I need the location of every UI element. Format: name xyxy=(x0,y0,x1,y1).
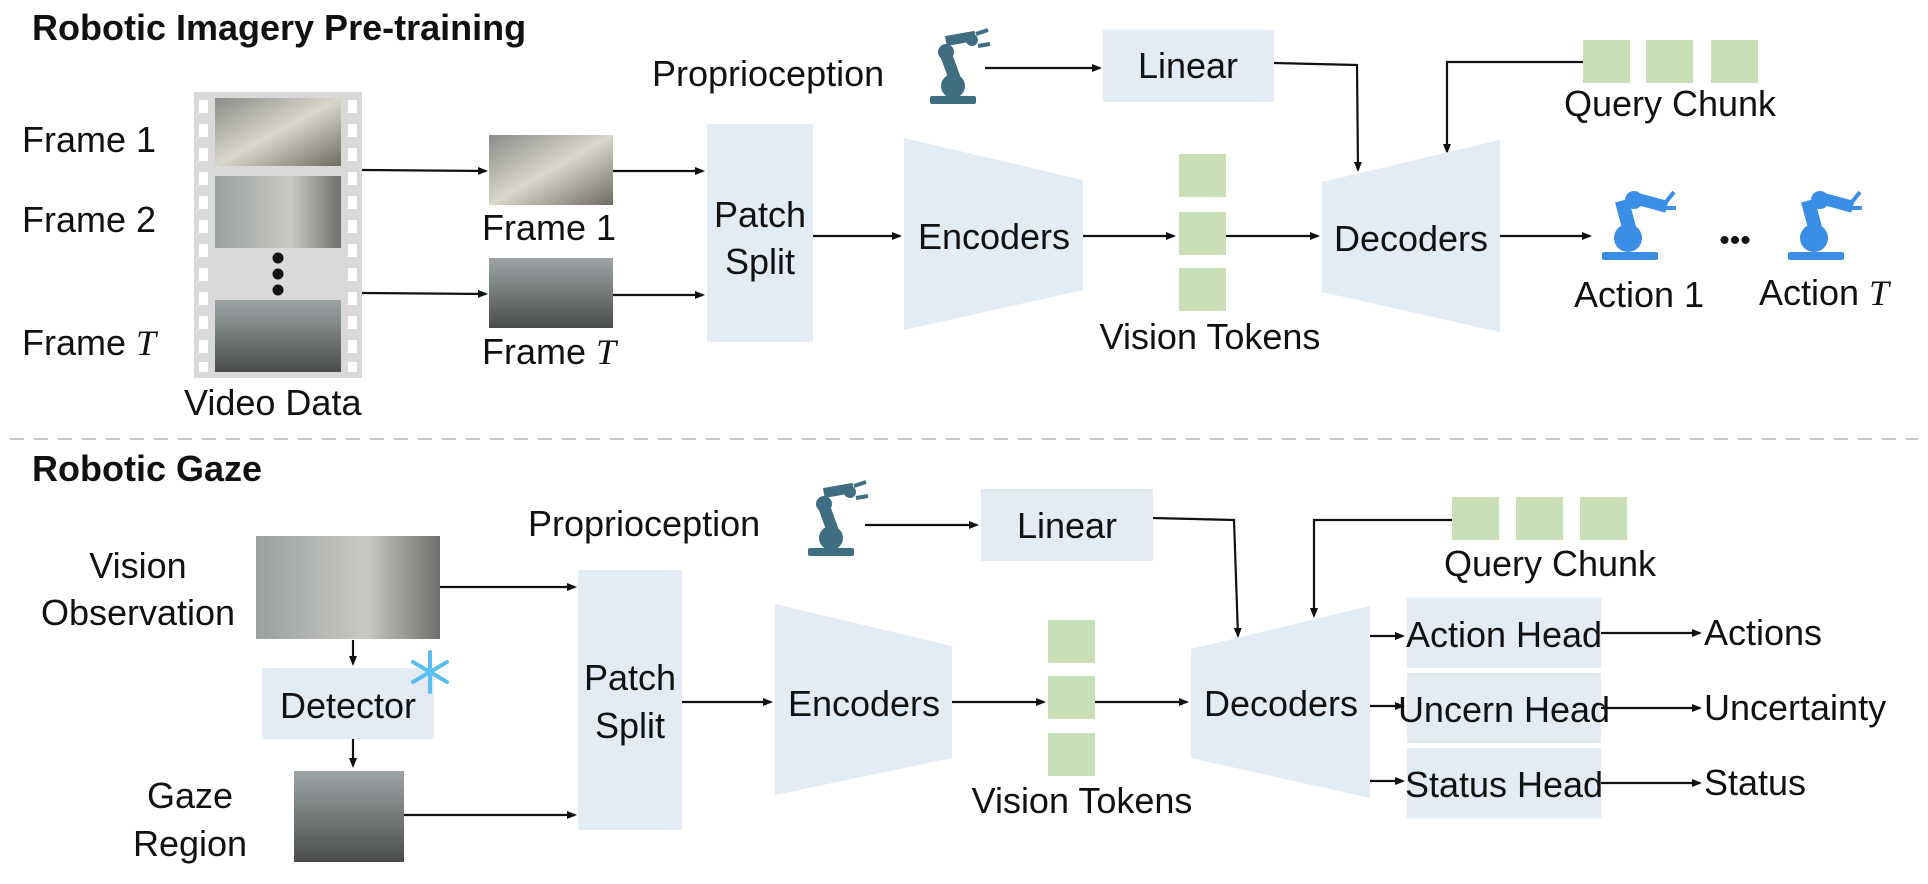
query-token xyxy=(1711,40,1758,83)
status-head-box xyxy=(1407,748,1601,818)
detector-box xyxy=(262,668,434,739)
robot-arm-icon xyxy=(1602,190,1676,260)
patch-split-box-top xyxy=(707,124,813,342)
video-frame-1-image xyxy=(215,98,341,166)
action-head-box xyxy=(1407,598,1601,668)
uncern-head-box xyxy=(1407,673,1601,743)
robot-arm-icon xyxy=(808,480,869,556)
vision-observation-label-1: Vision xyxy=(89,545,186,586)
encoders-shape-top xyxy=(904,138,1083,330)
query-chunk-label-bottom: Query Chunk xyxy=(1444,543,1657,584)
encoders-label-top: Encoders xyxy=(918,216,1070,257)
robot-arm-icon xyxy=(1788,190,1862,260)
vision-token xyxy=(1048,620,1095,663)
vision-token xyxy=(1048,676,1095,719)
video-frame-T-image xyxy=(215,300,341,372)
patch-split-label-top-1: Patch xyxy=(714,194,806,235)
actionT-label: Action T xyxy=(1759,272,1892,313)
vision-token xyxy=(1179,212,1226,255)
actions-ellipsis: ••• xyxy=(1719,224,1751,257)
patch-split-label-top-2: Split xyxy=(725,241,795,282)
arrow-query-to-decoders-bottom xyxy=(1310,518,1452,618)
uncern-head-label: Uncern Head xyxy=(1398,689,1610,730)
arrow-film-to-frameT xyxy=(361,289,488,298)
encoders-label-bottom: Encoders xyxy=(788,683,940,724)
selected-frame1-image xyxy=(489,135,613,205)
decoders-shape-top xyxy=(1322,140,1500,332)
proprioception-label-bottom: Proprioception xyxy=(528,503,760,544)
decoders-label-top: Decoders xyxy=(1334,218,1488,259)
frameT-label: Frame T xyxy=(22,322,159,363)
encoders-shape-bottom xyxy=(775,604,952,795)
video-filmstrip xyxy=(194,92,362,378)
vision-token xyxy=(1179,268,1226,311)
gaze-region-label-1: Gaze xyxy=(147,775,233,816)
query-token xyxy=(1580,497,1627,540)
detector-label: Detector xyxy=(280,685,416,726)
arrow-film-to-frame1 xyxy=(361,166,488,175)
selected-frameT-label: Frame T xyxy=(482,331,619,372)
vision-tokens-label-top: Vision Tokens xyxy=(1100,316,1321,357)
arrow-query-to-decoders-top xyxy=(1443,60,1583,154)
query-chunk-label-top: Query Chunk xyxy=(1564,83,1777,124)
section-title-gaze: Robotic Gaze xyxy=(32,448,262,489)
decoders-shape-bottom xyxy=(1191,606,1370,798)
uncertainty-output-label: Uncertainty xyxy=(1704,687,1886,728)
frame1-label: Frame 1 xyxy=(22,119,156,160)
vision-token xyxy=(1048,733,1095,776)
snowflake-icon xyxy=(411,650,449,694)
video-frame-2-image xyxy=(215,176,341,248)
gaze-region-label-2: Region xyxy=(133,823,247,864)
section-title-pretraining: Robotic Imagery Pre-training xyxy=(32,7,526,48)
query-token xyxy=(1583,40,1630,83)
patch-split-label-bottom-2: Split xyxy=(595,705,665,746)
selected-frameT-image xyxy=(489,258,613,328)
vision-observation-image xyxy=(256,536,440,639)
robot-arm-icon xyxy=(930,28,991,104)
decoders-label-bottom: Decoders xyxy=(1204,683,1358,724)
proprioception-label-top: Proprioception xyxy=(652,53,884,94)
linear-label-top: Linear xyxy=(1138,45,1238,86)
vision-token xyxy=(1179,154,1226,197)
status-head-label: Status Head xyxy=(1405,764,1603,805)
patch-split-box-bottom xyxy=(578,570,682,830)
query-token xyxy=(1646,40,1693,83)
query-token xyxy=(1452,497,1499,540)
gaze-region-image xyxy=(294,771,404,862)
vision-observation-label-2: Observation xyxy=(41,592,235,633)
arrow-linear-to-decoders-top xyxy=(1273,61,1362,172)
linear-label-bottom: Linear xyxy=(1017,505,1117,546)
arrow-linear-to-decoders-bottom xyxy=(1152,516,1242,638)
linear-box-top xyxy=(1103,30,1274,102)
vision-tokens-label-bottom: Vision Tokens xyxy=(972,780,1193,821)
action1-label: Action 1 xyxy=(1574,274,1704,315)
query-token xyxy=(1516,497,1563,540)
action-head-label: Action Head xyxy=(1406,614,1602,655)
status-output-label: Status xyxy=(1704,762,1806,803)
frame2-label: Frame 2 xyxy=(22,199,156,240)
linear-box-bottom xyxy=(981,489,1153,561)
patch-split-label-bottom-1: Patch xyxy=(584,657,676,698)
video-data-label: Video Data xyxy=(184,382,362,423)
actions-output-label: Actions xyxy=(1704,612,1822,653)
selected-frame1-label: Frame 1 xyxy=(482,207,616,248)
